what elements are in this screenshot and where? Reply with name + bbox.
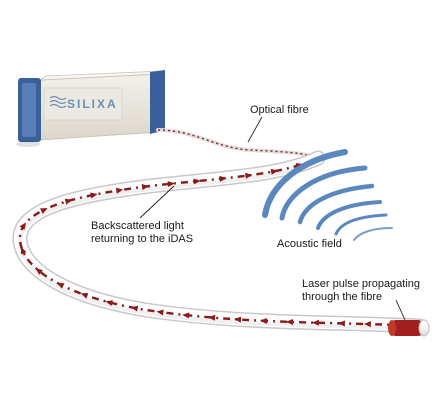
leader-lines <box>139 116 406 321</box>
label-backscatter-line1: Backscattered light <box>91 220 184 232</box>
label-acoustic-field: Acoustic field <box>277 238 342 250</box>
idas-device <box>16 70 165 147</box>
arrowhead-icon <box>167 181 175 188</box>
device-logo: SILIXA <box>67 97 118 111</box>
arrowhead-icon <box>193 178 201 185</box>
arrowhead-icon <box>35 268 43 275</box>
label-laser-line1: Laser pulse propagating <box>302 278 421 290</box>
arrowhead-icon <box>130 305 139 312</box>
arrowhead-icon <box>219 175 227 182</box>
arrowhead-icon <box>115 187 124 194</box>
arrowhead-icon <box>234 316 242 323</box>
arrowhead-icon <box>90 192 98 199</box>
arrowhead-icon <box>19 222 27 230</box>
label-laser-pulse: Laser pulse propagating through the fibr… <box>302 278 432 304</box>
label-backscatter-line2: returning to the iDAS <box>91 233 194 245</box>
arrowhead-icon <box>182 312 190 319</box>
arrowhead-icon <box>56 282 65 289</box>
arrowhead-icon <box>270 168 279 175</box>
arrowhead-icon <box>64 198 73 205</box>
arrowhead-icon <box>245 172 253 179</box>
label-optical-fibre: Optical fibre <box>250 104 309 116</box>
arrowhead-icon <box>363 321 372 328</box>
thin-fibre <box>156 128 320 160</box>
arrowhead-icon <box>311 319 320 326</box>
device-frame-right <box>150 70 165 134</box>
laser-pulse <box>388 319 430 337</box>
arrowhead-icon <box>40 208 48 214</box>
acoustic-waves <box>262 149 393 241</box>
arrowhead-icon <box>80 292 89 299</box>
arrowhead-icon <box>156 309 164 316</box>
label-backscattered-light: Backscattered light returning to the iDA… <box>91 220 201 246</box>
arrowhead-icon <box>337 320 346 327</box>
arrowhead-icon <box>105 300 113 306</box>
arrowhead-icon <box>208 314 216 321</box>
logo-wave-icon <box>49 95 67 109</box>
light-dashes <box>18 156 421 328</box>
arrowhead-icon <box>259 317 268 324</box>
arrowhead-icon <box>285 318 294 325</box>
arrowhead-icon <box>20 246 27 255</box>
label-laser-line2: through the fibre <box>302 291 383 303</box>
arrowhead-icon <box>141 184 149 190</box>
